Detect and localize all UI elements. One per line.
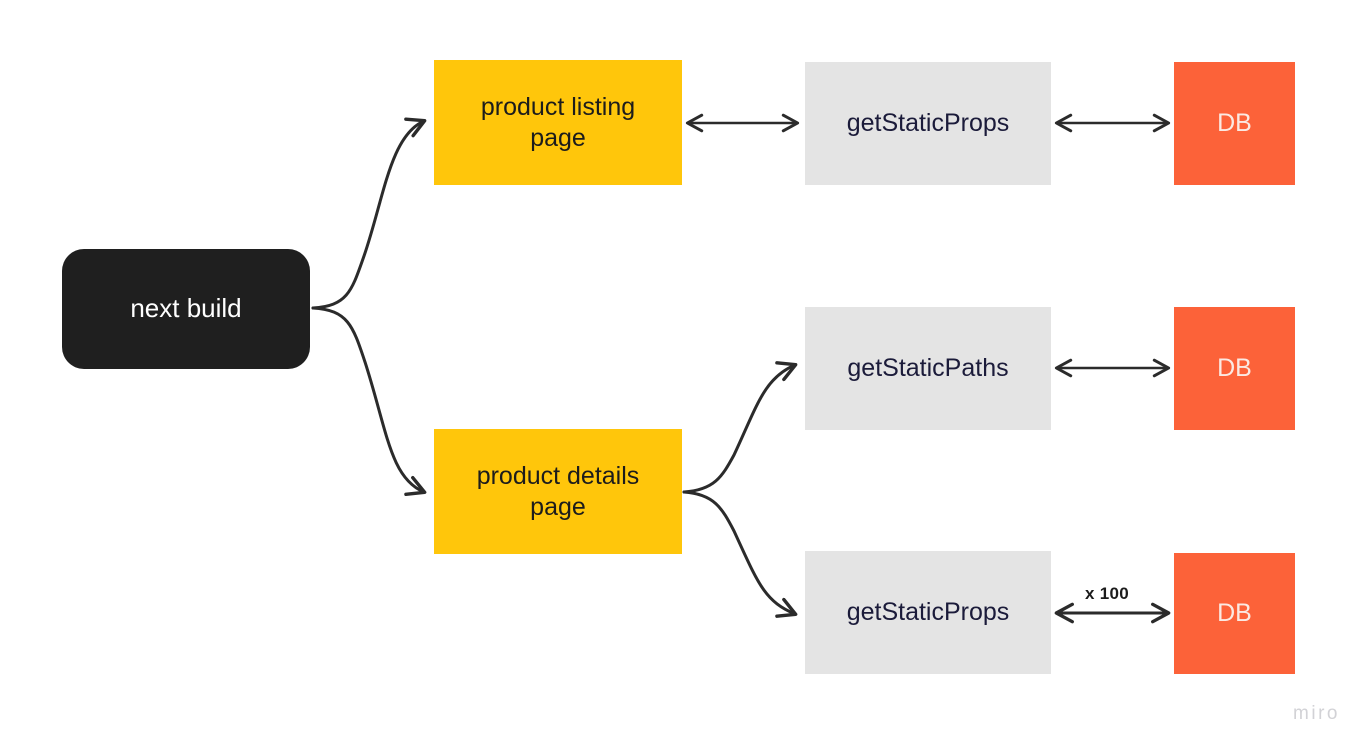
- edge-build-to-details: [311, 306, 427, 496]
- node-getstaticprops-listing[interactable]: getStaticProps: [805, 62, 1051, 185]
- node-db-details[interactable]: DB: [1174, 553, 1295, 674]
- edge-label-x100: x 100: [1085, 584, 1130, 603]
- node-getstaticprops-listing-label: getStaticProps: [846, 109, 1010, 138]
- node-product-listing-page[interactable]: product listing page: [434, 60, 682, 185]
- edge-build-to-listing: [311, 117, 427, 310]
- node-next-build-label: next build: [130, 293, 242, 324]
- edge-details-to-gsp: [682, 490, 798, 618]
- node-getstaticpaths[interactable]: getStaticPaths: [805, 307, 1051, 430]
- node-product-details-page-label: product details page: [476, 462, 640, 521]
- node-db-paths[interactable]: DB: [1174, 307, 1295, 430]
- node-getstaticpaths-label: getStaticPaths: [847, 354, 1009, 383]
- edge-details-to-paths: [682, 361, 798, 494]
- node-product-listing-page-label: product listing page: [480, 93, 636, 152]
- node-db-listing-label: DB: [1217, 109, 1252, 138]
- node-db-paths-label: DB: [1217, 354, 1252, 383]
- miro-watermark: miro: [1293, 703, 1340, 724]
- node-db-details-label: DB: [1217, 599, 1252, 628]
- node-product-details-page[interactable]: product details page: [434, 429, 682, 554]
- node-getstaticprops-details-label: getStaticProps: [846, 598, 1010, 627]
- node-getstaticprops-details[interactable]: getStaticProps: [805, 551, 1051, 674]
- node-next-build[interactable]: next build: [62, 249, 310, 369]
- node-db-listing[interactable]: DB: [1174, 62, 1295, 185]
